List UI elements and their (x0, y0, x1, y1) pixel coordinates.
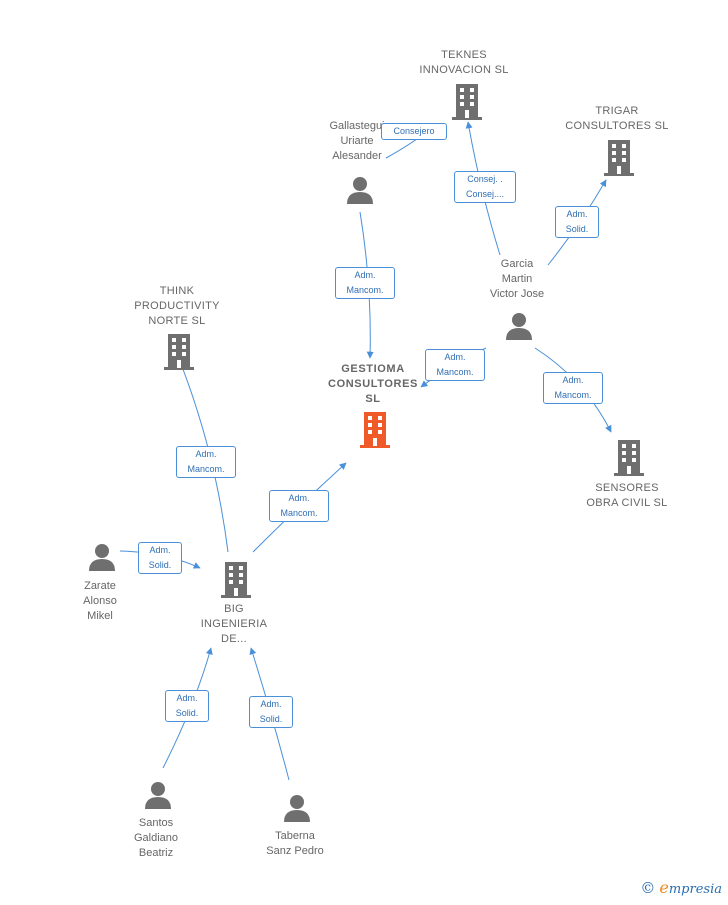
edge-label-consej[interactable]: Consej. . Consej.... (454, 171, 516, 203)
person-icon (89, 544, 115, 571)
company-name: BIG INGENIERIA DE... (200, 603, 268, 645)
edge-label-adm-mancom-think[interactable]: Adm. Mancom. (176, 446, 236, 478)
copyright-symbol: © (640, 879, 656, 897)
person-icon (347, 177, 373, 204)
company-name: TRIGAR CONSULTORES SL (565, 105, 669, 132)
building-icon (452, 84, 482, 120)
edge-label-adm-mancom-gallastegui[interactable]: Adm. Mancom. (335, 267, 395, 299)
edge-label-consejero[interactable]: Consejero (381, 123, 447, 140)
edge-label-adm-solid-taberna[interactable]: Adm. Solid. (249, 696, 293, 728)
building-icon (164, 334, 194, 370)
edge-label-adm-mancom-big[interactable]: Adm. Mancom. (269, 490, 329, 522)
person-name: Santos Galdiano Beatriz (133, 817, 179, 859)
edge-label-adm-solid-santos[interactable]: Adm. Solid. (165, 690, 209, 722)
person-name: Taberna Sanz Pedro (266, 830, 324, 857)
edge-label-adm-solid-zarate[interactable]: Adm. Solid. (138, 542, 182, 574)
person-name: Garcia Martin Victor Jose (489, 258, 545, 300)
person-icon (145, 782, 171, 809)
company-name: GESTIOMA CONSULTORES SL (328, 363, 418, 405)
person-name: Zarate Alonso Mikel (83, 580, 117, 622)
logo-text: mpresia (668, 882, 722, 897)
person-icon (506, 313, 532, 340)
person-icon (284, 795, 310, 822)
logo-initial: e (659, 878, 669, 897)
empresia-logo[interactable]: ©empresia (640, 878, 722, 897)
building-icon (614, 440, 644, 476)
building-icon (221, 562, 251, 598)
edge-label-adm-mancom-garcia[interactable]: Adm. Mancom. (425, 349, 485, 381)
company-name: TEKNES INNOVACION SL (419, 49, 509, 76)
company-name: SENSORES OBRA CIVIL SL (586, 482, 668, 509)
edge-label-adm-mancom-sensores[interactable]: Adm. Mancom. (543, 372, 603, 404)
company-name: THINK PRODUCTIVITY NORTE SL (134, 285, 220, 327)
person-name: Gallastegui Uriarte Alesander (329, 120, 385, 162)
building-icon (360, 412, 390, 448)
edge-label-adm-solid-trigar[interactable]: Adm. Solid. (555, 206, 599, 238)
building-icon (604, 140, 634, 176)
